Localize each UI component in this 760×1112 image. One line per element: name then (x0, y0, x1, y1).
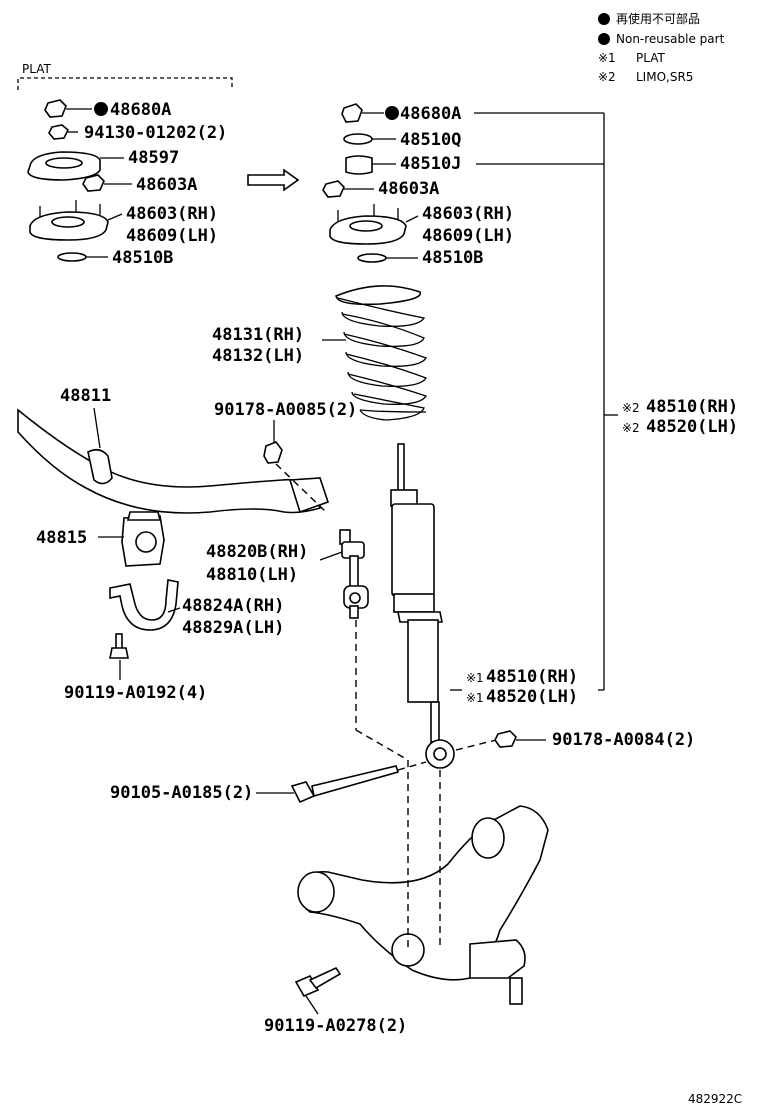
plat-header: PLAT (22, 62, 51, 76)
non-reusable-dot-icon (385, 106, 399, 120)
label-link-lh: 48810(LH) (206, 565, 298, 585)
label-link-nut: 90178-A0085(2) (214, 400, 357, 420)
diagram-id: 482922C (688, 1092, 742, 1106)
legend-note1-mark: ※1 (598, 51, 616, 65)
label-right-48510j: 48510J (400, 154, 461, 174)
upper-support-right-icon (329, 204, 407, 245)
stabilizer-bracket-icon (109, 579, 179, 631)
bolt-94130-icon (48, 124, 69, 140)
label-right-48510q: 48510Q (400, 130, 461, 150)
non-reusable-dot-icon (598, 33, 610, 45)
label-stab-bushing: 48815 (36, 528, 87, 548)
bracket-bolt-icon (109, 633, 129, 659)
lower-nut-icon (494, 730, 517, 748)
label-spring-lh: 48132(LH) (212, 346, 304, 366)
legend-non-reusable-jp: 再使用不可部品 (616, 11, 700, 26)
label-left-48603-rh: 48603(RH) (126, 204, 218, 224)
legend-note2-mark: ※2 (598, 70, 616, 84)
label-bracket-bolt: 90119-A0192(4) (64, 683, 207, 703)
legend-note1-text: PLAT (636, 51, 665, 65)
washer-48510q-icon (343, 133, 373, 145)
label-right-48603-rh: 48603(RH) (422, 204, 514, 224)
label-spring-rh: 48131(RH) (212, 325, 304, 345)
label-shock-assy-lh: 48520(LH) (646, 417, 738, 437)
bushing-48510j-icon (345, 155, 373, 175)
lower-control-arm-icon (297, 805, 549, 1005)
nut-48680a-right-icon (341, 103, 363, 123)
label-left-48510b: 48510B (112, 248, 173, 268)
shock-plat-note-mark-2: ※1 (466, 691, 484, 705)
stabilizer-link-icon (339, 529, 369, 619)
non-reusable-dot-icon (94, 102, 108, 116)
label-shock-plat-rh: 48510(RH) (486, 667, 578, 687)
shock-assy-note-mark: ※2 (622, 401, 640, 415)
assembly-bracket: ※2 48510(RH) ※2 48520(LH) (474, 112, 738, 691)
label-left-48609-lh: 48609(LH) (126, 226, 218, 246)
washer-48510b-icon (57, 252, 87, 262)
label-shock-assy-rh: 48510(RH) (646, 397, 738, 417)
label-right-48510b: 48510B (422, 248, 483, 268)
label-link-rh: 48820B(RH) (206, 542, 308, 562)
label-through-bolt: 90105-A0185(2) (110, 783, 253, 803)
label-lower-nut: 90178-A0084(2) (552, 730, 695, 750)
label-bracket-lh: 48829A(LH) (182, 618, 284, 638)
arm-bolt-icon (294, 966, 342, 998)
label-right-48603a: 48603A (378, 179, 439, 199)
nut-48603a-icon (82, 174, 105, 192)
left-upper-mount-group: 48680A 94130-01202(2) 48597 48603A 48603… (27, 99, 227, 268)
label-left-48597: 48597 (128, 148, 179, 168)
shock-assy-note-mark-2: ※2 (622, 421, 640, 435)
non-reusable-dot-icon (598, 13, 610, 25)
label-left-48680a: 48680A (110, 100, 171, 120)
label-arm-bolt: 90119-A0278(2) (264, 1016, 407, 1036)
label-left-48603a: 48603A (136, 175, 197, 195)
label-right-48609-lh: 48609(LH) (422, 226, 514, 246)
legend: 再使用不可部品 Non-reusable part ※1 PLAT ※2 LIM… (598, 11, 725, 84)
shock-plat-note-mark: ※1 (466, 671, 484, 685)
coil-spring-icon (335, 285, 427, 421)
link-nut-icon (263, 441, 283, 464)
right-upper-mount-group: 48680A 48510Q 48510J 48603A 48603(RH) 48… (322, 103, 514, 268)
legend-non-reusable-en: Non-reusable part (616, 32, 725, 46)
legend-note2-text: LIMO,SR5 (636, 70, 693, 84)
nut-48680a-icon (44, 99, 67, 118)
label-shock-plat-lh: 48520(LH) (486, 687, 578, 707)
stabilizer-bushing-icon (121, 511, 165, 567)
label-stabilizer-bar: 48811 (60, 386, 111, 406)
through-bolt-icon (290, 765, 400, 804)
washer-48510b-right-icon (357, 253, 387, 263)
arrow-right-icon (247, 168, 300, 192)
plat-bracket-line (17, 77, 233, 90)
shock-absorber-icon (390, 443, 455, 769)
label-left-94130: 94130-01202(2) (84, 123, 227, 143)
label-right-48680a: 48680A (400, 104, 461, 124)
label-bracket-rh: 48824A(RH) (182, 596, 284, 616)
upper-support-left-icon (29, 200, 109, 241)
nut-48603a-right-icon (322, 180, 345, 198)
stabilizer-bar-icon (17, 408, 330, 514)
plat-bracket: PLAT (17, 62, 233, 90)
